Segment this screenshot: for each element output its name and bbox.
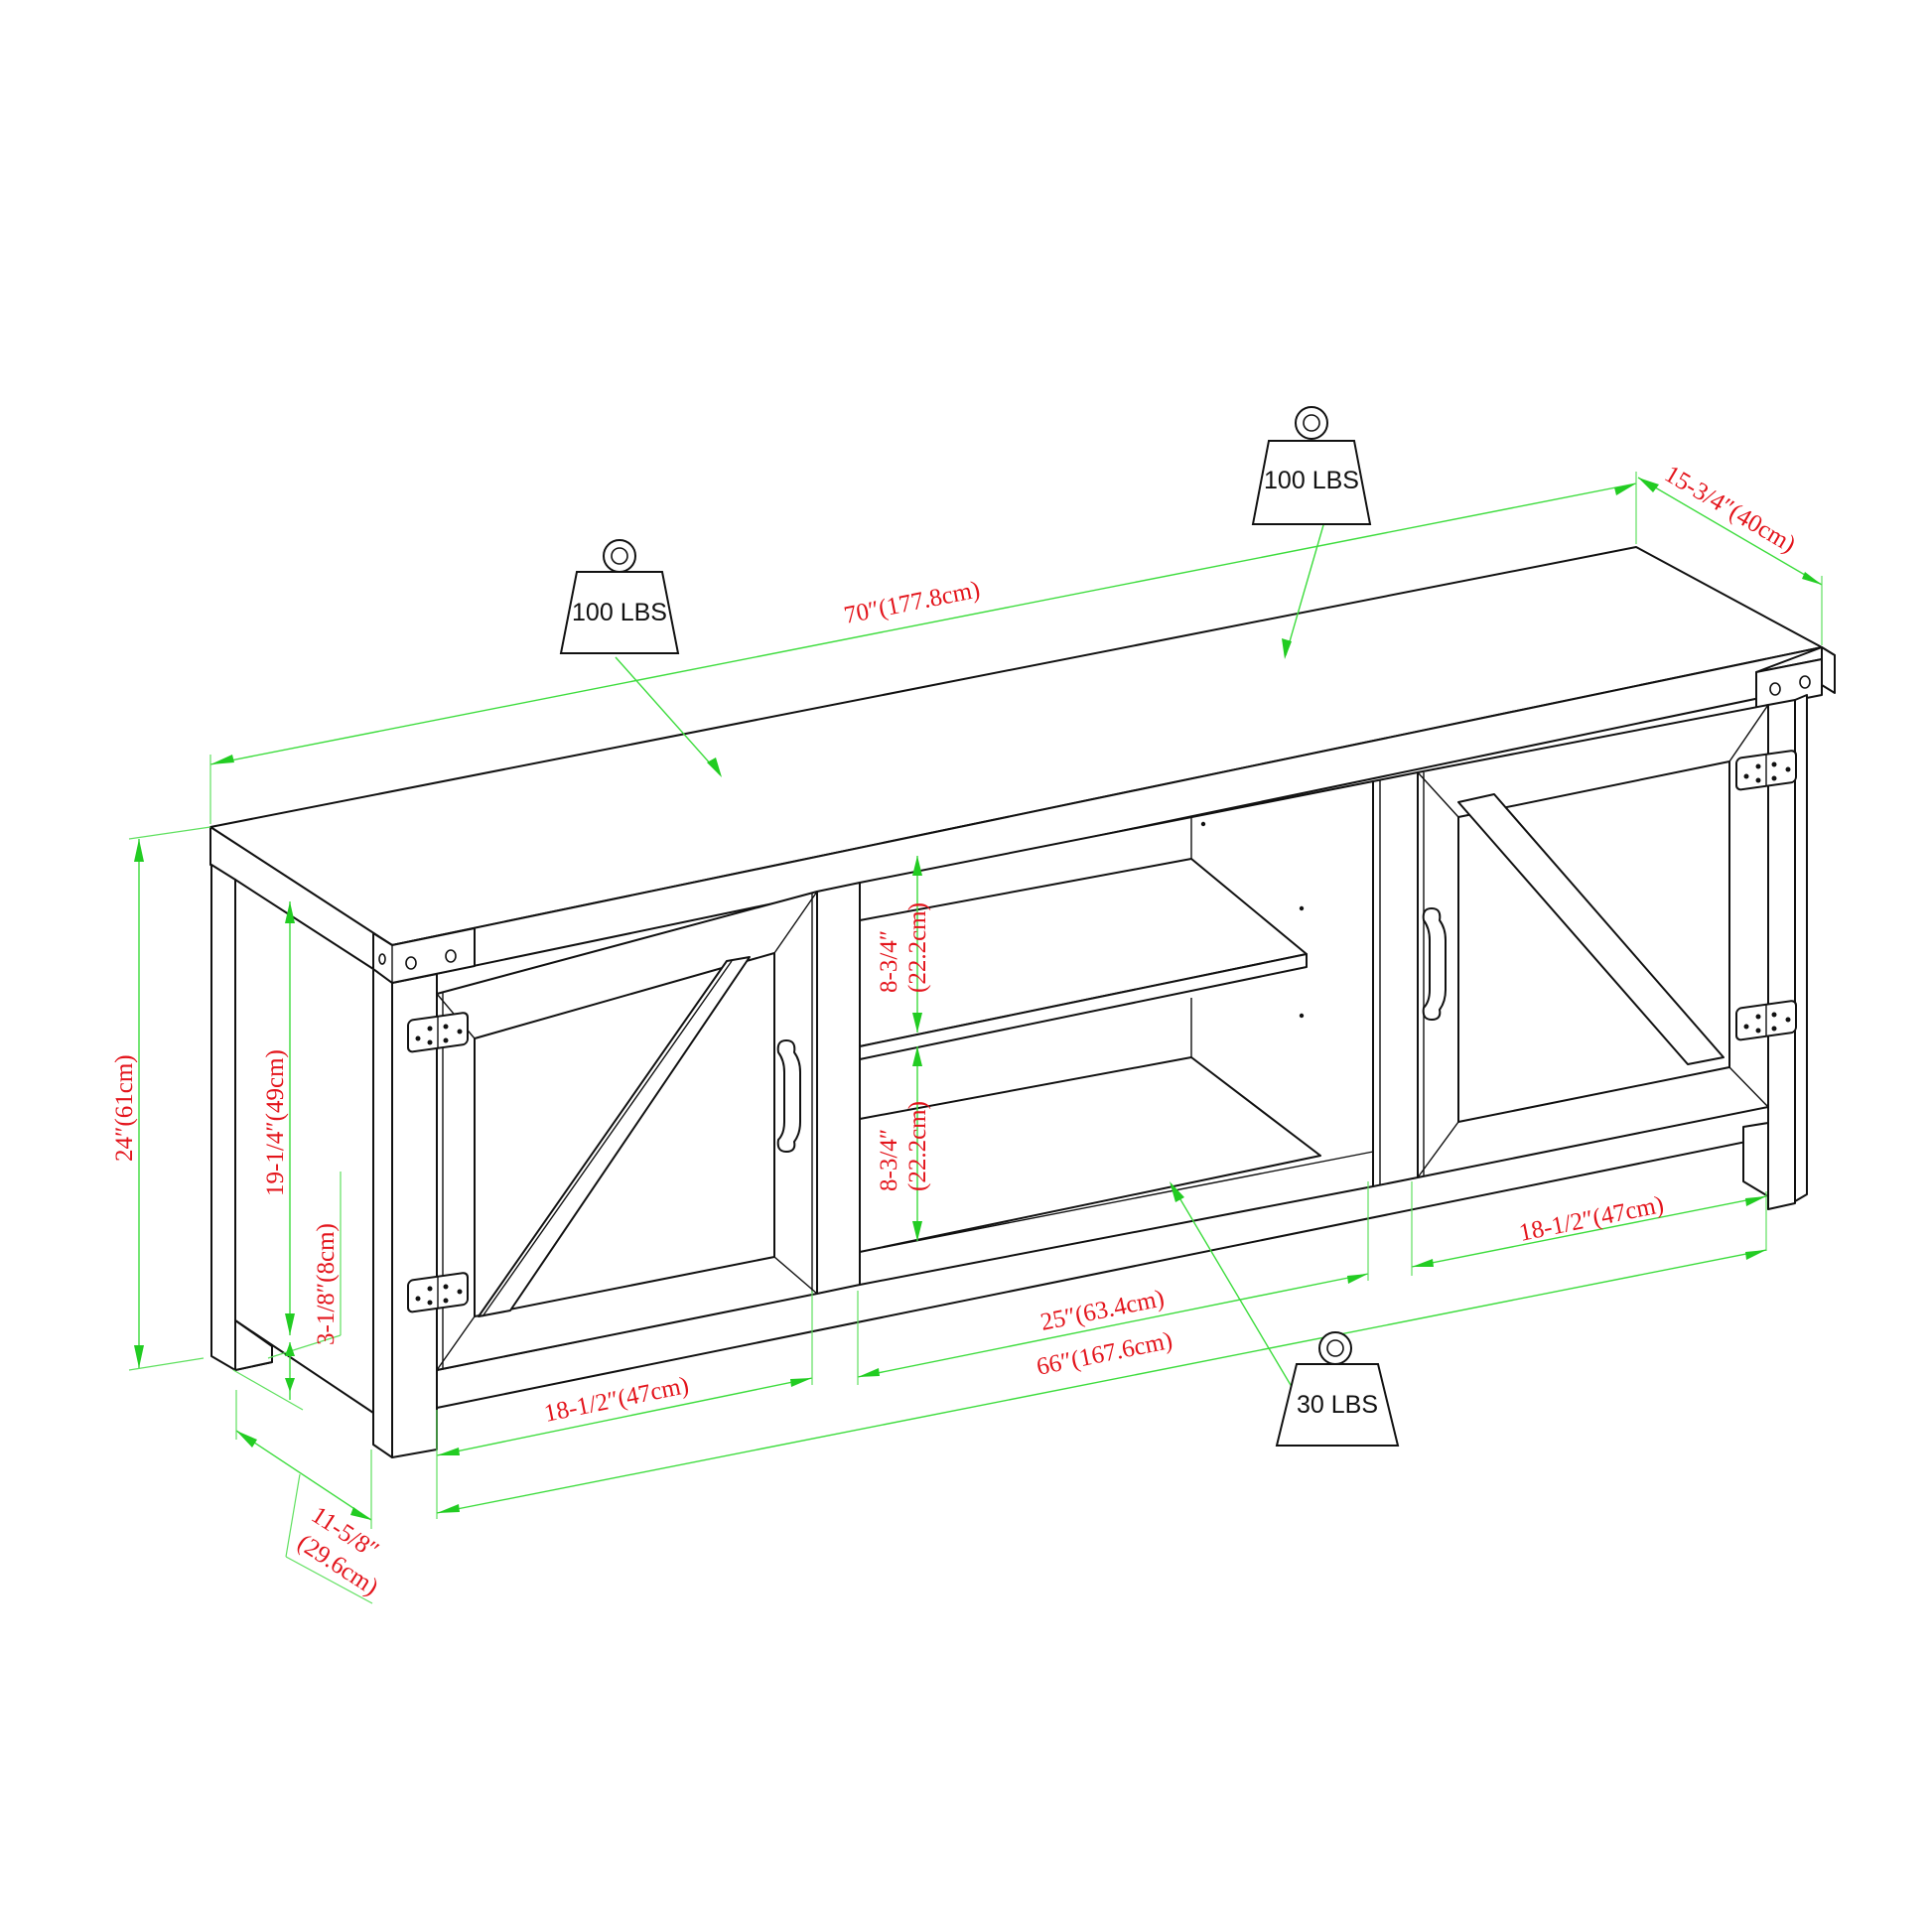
handles xyxy=(776,907,1447,1153)
shelf-pin-hole xyxy=(1299,905,1305,911)
overall-depth-label: 15-3/4″(40cm) xyxy=(1660,461,1800,558)
right-front-post xyxy=(1767,699,1796,1210)
leg-clearance-label: 3-1/8″(8cm) xyxy=(313,1223,340,1345)
left-side-panel xyxy=(234,879,374,1414)
weight-capacity-top-right: 100 LBS xyxy=(1251,406,1372,525)
hinge-icon xyxy=(1735,750,1797,791)
right-door-diagonal-brace xyxy=(1457,793,1725,1065)
hinge-icon xyxy=(407,1012,469,1053)
door-handle-icon xyxy=(1422,907,1447,1021)
hinge-icon xyxy=(1735,1000,1797,1041)
hinges xyxy=(407,750,1797,1313)
weight-icon xyxy=(559,539,680,654)
hinge-icon xyxy=(407,1272,469,1313)
overall-width-label: 70″(177.8cm) xyxy=(842,576,982,628)
right-door-width-label: 18-1/2″(47cm) xyxy=(1517,1191,1666,1247)
weight-limit-label: 100 LBS xyxy=(572,599,667,626)
right-side-post xyxy=(1794,694,1808,1202)
door-handle-icon xyxy=(776,1039,801,1153)
right-back-leg xyxy=(1742,1122,1769,1197)
lower-shelf-height-line1: 8-3/4″ xyxy=(876,1129,902,1191)
shelf-pin-hole xyxy=(1299,1013,1305,1019)
tabletop-right-edge xyxy=(1821,646,1836,694)
left-back-leg xyxy=(210,864,236,1371)
dimension-lines xyxy=(128,472,1823,1604)
lower-shelf-height-line2: (22.2cm) xyxy=(904,1101,931,1191)
weight-limit-label: 100 LBS xyxy=(1264,467,1359,494)
shelf-pin-hole xyxy=(1200,821,1206,827)
left-center-divider xyxy=(816,882,861,1295)
lower-shelf-floor xyxy=(859,1056,1321,1253)
upper-shelf-height-line1: 8-3/4″ xyxy=(876,930,902,993)
weight-capacity-shelf: 30 LBS xyxy=(1275,1331,1400,1447)
center-opening-width-label: 25″(63.4cm) xyxy=(1038,1285,1167,1336)
weight-icon xyxy=(1275,1331,1400,1447)
upper-shelf-front-edge xyxy=(859,953,1308,1060)
upper-shelf-height-line2: (22.2cm) xyxy=(904,902,931,993)
tv-stand-drawing xyxy=(209,546,1836,1458)
left-back-foot xyxy=(234,1319,273,1371)
interior-height-label: 19-1/4″(49cm) xyxy=(262,1049,289,1196)
weight-capacity-top-left: 100 LBS xyxy=(559,539,680,654)
weight-limit-label: 30 LBS xyxy=(1297,1391,1378,1419)
left-front-post xyxy=(372,968,393,1458)
inner-width-label: 66″(167.6cm) xyxy=(1035,1327,1174,1381)
overall-height-label: 24″(61cm) xyxy=(111,1054,138,1162)
weight-icon xyxy=(1251,406,1372,525)
